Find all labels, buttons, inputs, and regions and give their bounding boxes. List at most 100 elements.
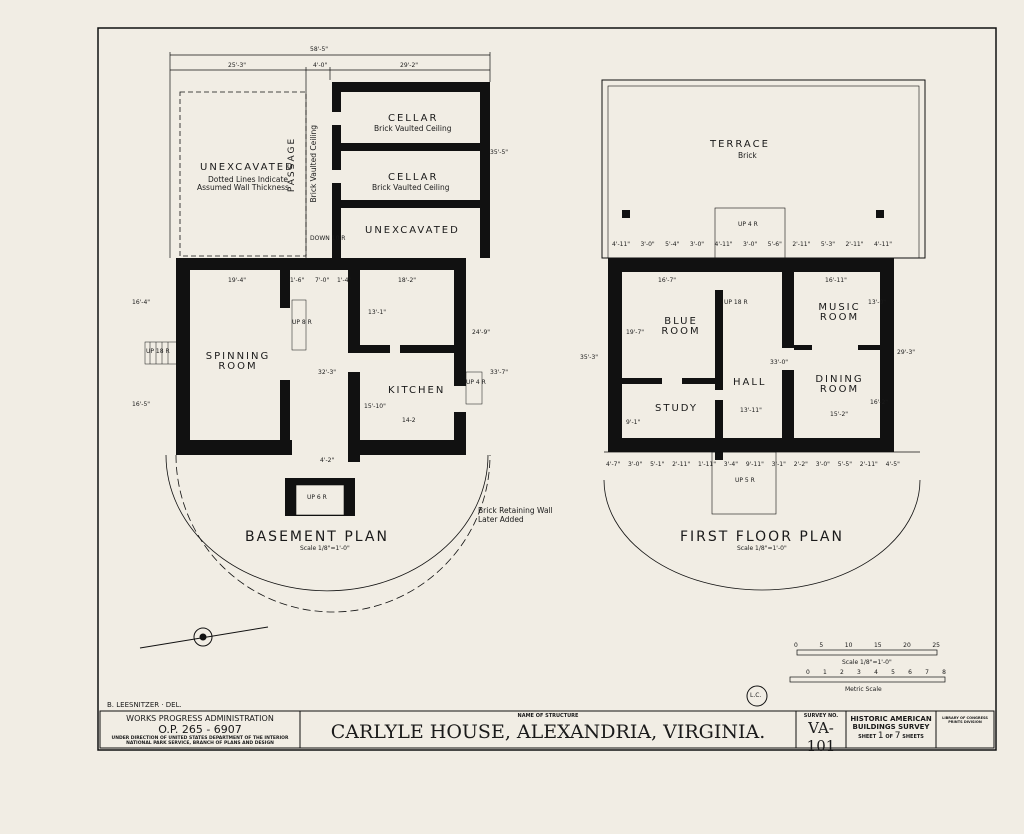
dim: 24'-9" [472, 329, 491, 336]
tick: 25 [932, 642, 940, 649]
dim: 3'-0" [640, 241, 655, 248]
stair-label: UP 6 R [307, 494, 327, 501]
cellar-1-note: Brick Vaulted Ceiling [374, 124, 452, 133]
dim-right: 29'-2" [400, 62, 419, 69]
dim: 3'-0" [689, 241, 705, 248]
basement-walls [176, 82, 490, 516]
delineator-credit: B. LEESNITZER · DEL. [107, 701, 182, 709]
terrace-outline [601, 79, 926, 259]
spinning-room-label: SPINNING ROOM [205, 351, 271, 372]
dim: 2'-11" [845, 241, 864, 248]
dim: 16'-5" [132, 401, 151, 408]
dim: 9'-11" [745, 461, 764, 468]
name-label: NAME OF STRUCTURE [517, 713, 579, 719]
terrace-posts [622, 210, 884, 218]
title-block-frame [99, 710, 995, 749]
dim: 9'-1" [626, 419, 641, 426]
sheet-pre: SHEET [858, 734, 877, 740]
seal-text: L.C. [750, 692, 762, 699]
terrace-steps [714, 207, 786, 259]
music-room-label: MUSIC ROOM [818, 302, 861, 323]
op-number: O.P. 265 - 6907 [158, 723, 242, 736]
basement-stairs [144, 299, 483, 405]
dim: 35'-5" [490, 149, 509, 156]
stair-label: UP 4 R [738, 221, 758, 228]
dim: 32'-3" [318, 369, 337, 376]
basement-plan-title: BASEMENT PLAN [245, 529, 389, 545]
dim: 35'-3" [580, 354, 599, 361]
dim: 1'-6" [290, 277, 305, 284]
sheet-number: 1 [877, 731, 884, 741]
dim: 2'-2" [793, 461, 808, 468]
dim: 1'-11" [697, 461, 716, 468]
unexcavated-right-label: UNEXCAVATED [365, 225, 460, 236]
passage-label: PASSAGE [287, 136, 298, 193]
basement-scale: Scale 1/8"=1'-0" [300, 545, 350, 552]
tick: 0 [794, 642, 798, 649]
passage-note: Brick Vaulted Ceiling [308, 125, 318, 203]
dim: 3'-0" [742, 241, 758, 248]
dim: 5'-3" [820, 241, 836, 248]
tick: 7 [925, 669, 929, 676]
tick: 15 [873, 642, 882, 649]
tick: 8 [942, 669, 946, 676]
stair-label: UP 18 R [724, 299, 748, 306]
dim: 16'-11" [825, 277, 847, 284]
dim: 18'-2" [398, 277, 417, 284]
dim: 33'-0" [770, 359, 789, 366]
dim: 14-2 [402, 417, 416, 424]
wpa-block: WORKS PROGRESS ADMINISTRATION O.P. 265 -… [100, 714, 300, 746]
stair-label: UP 8 R [292, 319, 312, 326]
cellar-2-note: Brick Vaulted Ceiling [372, 183, 450, 192]
retaining-note-2: Later Added [478, 515, 524, 524]
first-floor-arc [603, 479, 921, 591]
habs-block: HISTORIC AMERICAN BUILDINGS SURVEY SHEET… [846, 715, 936, 741]
dim: 2'-11" [859, 461, 878, 468]
sheet-post: SHEETS [902, 734, 924, 740]
tick: 3 [857, 669, 861, 676]
dim: 7'-0" [315, 277, 330, 284]
habs-1: HISTORIC AMERICAN [850, 715, 932, 723]
dim: 19'-4" [228, 277, 247, 284]
basement-retaining-wall [175, 454, 491, 613]
unexcavated-note-2: Assumed Wall Thickness [197, 183, 289, 192]
cellar-2-label: CELLAR [388, 172, 439, 183]
terrace-label: TERRACE [710, 139, 770, 150]
dim: 4'-2" [320, 457, 335, 464]
dim: 5'-1" [650, 461, 665, 468]
dim: 5'-6" [767, 241, 782, 248]
dim: 19'-7" [626, 329, 645, 336]
tick: 10 [844, 642, 853, 649]
stair-label: UP 4 R [466, 379, 486, 386]
sheet-of: OF [885, 734, 894, 740]
direction-1: UNDER DIRECTION OF UNITED STATES DEPARTM… [111, 736, 289, 741]
dim: 5'-5" [837, 461, 852, 468]
scale-label: Scale 1/8"=1'-0" [842, 659, 892, 666]
agency: WORKS PROGRESS ADMINISTRATION [126, 714, 274, 723]
dim-passage: 4'-0" [313, 62, 328, 69]
survey-label: SURVEY NO. [803, 713, 839, 719]
first-floor-plan-title: FIRST FLOOR PLAN [680, 529, 844, 545]
tick: 5 [891, 669, 895, 676]
unexcavated-dotted-walls [179, 91, 307, 257]
tick: 2 [840, 669, 844, 676]
first-floor-walls [608, 258, 894, 460]
dim: 2'-11" [672, 461, 691, 468]
tick: 1 [823, 669, 827, 676]
structure-name-block: NAME OF STRUCTURE CARLYLE HOUSE, ALEXAND… [300, 713, 796, 743]
library-1: LIBRARY OF CONGRESS [942, 716, 988, 720]
dim-left: 25'-3" [228, 62, 247, 69]
dim: 16'-4" [132, 299, 151, 306]
dim: 4'-11" [714, 241, 733, 248]
first-floor-scale: Scale 1/8"=1'-0" [737, 545, 787, 552]
scale-bars [789, 649, 946, 683]
library-2: PRINTS DIVISION [948, 720, 982, 724]
first-floor-top-dims: 4'-11"3'-0"5'-4"3'-0"4'-11"3'-0"5'-6"2'-… [612, 241, 892, 248]
tick: 6 [908, 669, 912, 676]
survey-number: VA-101 [806, 719, 836, 755]
dim: 15'-10" [364, 403, 386, 410]
dim: 5'-4" [665, 241, 680, 248]
